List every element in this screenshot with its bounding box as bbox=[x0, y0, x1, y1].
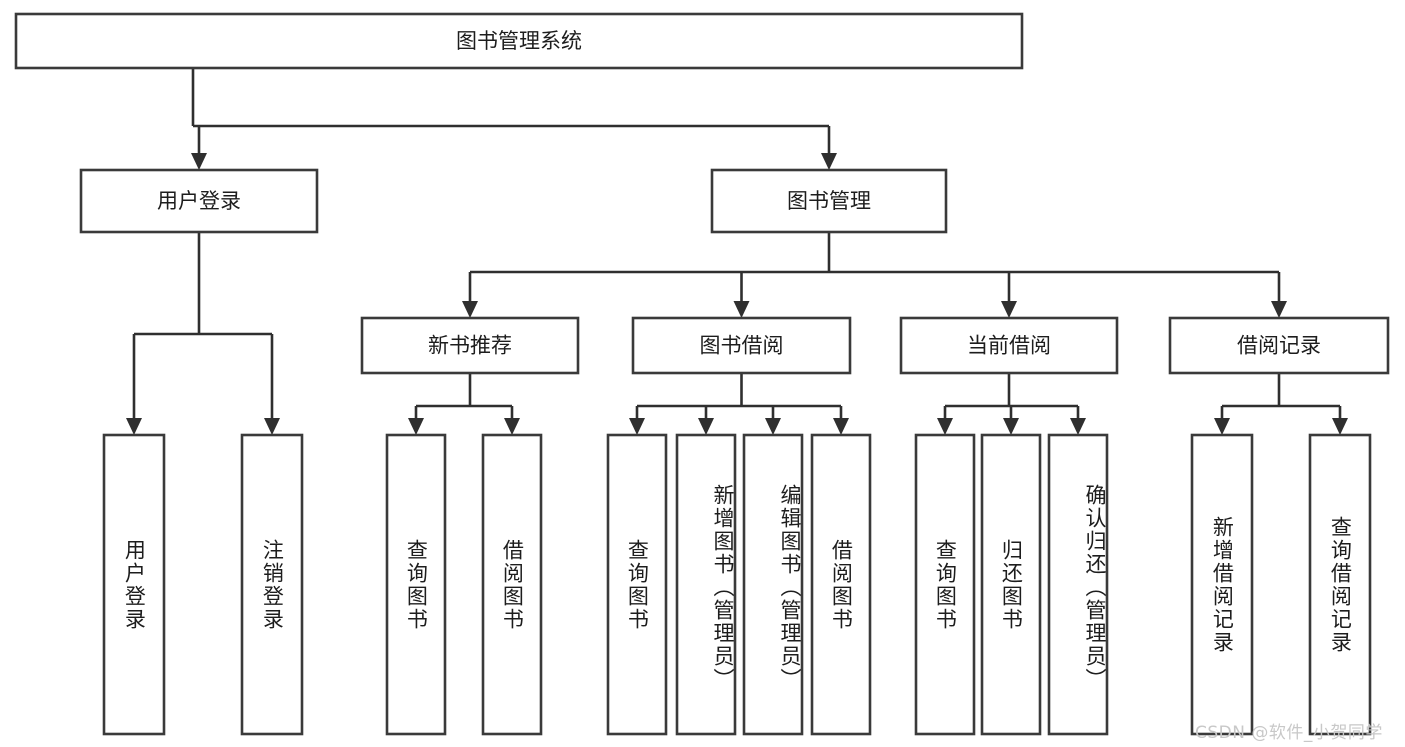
l3-1-to-leaves-branch-3-arrow bbox=[833, 418, 849, 435]
bookmgmt-to-l3-branch-1-arrow bbox=[733, 301, 750, 318]
l3-1-to-leaves-branch-0-arrow bbox=[629, 418, 645, 435]
leaf-box-8[interactable] bbox=[914, 433, 976, 736]
leaf-box-4[interactable] bbox=[606, 433, 668, 736]
leaf-box-9[interactable] bbox=[980, 433, 1042, 736]
level3-node-1[interactable]: 图书借阅 bbox=[631, 316, 852, 375]
level3-node-1-rect[interactable] bbox=[631, 316, 852, 375]
level3-node-0-rect[interactable] bbox=[360, 316, 580, 375]
l3-2-to-leaves-branch-0-arrow bbox=[937, 418, 953, 435]
level2-node-0-label: 用户登录 bbox=[157, 189, 241, 213]
level3-node-3[interactable]: 借阅记录 bbox=[1168, 316, 1390, 375]
l3-3-to-leaves-branch-0-arrow bbox=[1214, 418, 1230, 435]
level3-node-2-label: 当前借阅 bbox=[967, 334, 1051, 358]
level3-node-1-label: 图书借阅 bbox=[700, 334, 784, 358]
userlogin-to-leaves-branch-1-arrow bbox=[264, 418, 280, 435]
connector-layer bbox=[126, 68, 1348, 435]
level3-node-0[interactable]: 新书推荐 bbox=[360, 316, 580, 375]
level3-node-0-label: 新书推荐 bbox=[428, 334, 512, 358]
leaf-box-0[interactable] bbox=[102, 433, 166, 736]
l3-2-to-leaves-branch-2-arrow bbox=[1070, 418, 1086, 435]
root-node-book-management-system[interactable]: 图书管理系统 bbox=[14, 12, 1024, 70]
leaf-box-11[interactable] bbox=[1190, 433, 1254, 736]
leaf-box-1[interactable] bbox=[240, 433, 304, 736]
root-to-l2-branch-1-arrow bbox=[821, 153, 837, 170]
level2-node-1[interactable]: 图书管理 bbox=[710, 168, 948, 234]
root-node-book-management-system-label: 图书管理系统 bbox=[456, 29, 582, 53]
level3-node-3-rect[interactable] bbox=[1168, 316, 1390, 375]
level3-node-2[interactable]: 当前借阅 bbox=[899, 316, 1119, 375]
root-to-l2-branch-0-arrow bbox=[191, 153, 207, 170]
leaf-box-5[interactable] bbox=[675, 433, 737, 736]
level3-node-3-label: 借阅记录 bbox=[1237, 334, 1321, 358]
l3-1-to-leaves-branch-2-arrow bbox=[765, 418, 781, 435]
l3-0-to-leaves-branch-0-arrow bbox=[408, 418, 424, 435]
bookmgmt-to-l3-branch-2-arrow bbox=[1001, 301, 1017, 318]
userlogin-to-leaves-branch-0-arrow bbox=[126, 418, 142, 435]
level2-node-0-rect[interactable] bbox=[79, 168, 319, 234]
level2-node-1-label: 图书管理 bbox=[787, 189, 871, 213]
leaf-box-10[interactable] bbox=[1047, 433, 1109, 736]
level3-node-2-rect[interactable] bbox=[899, 316, 1119, 375]
leaf-box-7[interactable] bbox=[810, 433, 872, 736]
l3-2-to-leaves-branch-1-arrow bbox=[1003, 418, 1019, 435]
root-node-book-management-system-rect[interactable] bbox=[14, 12, 1024, 70]
leaf-box-3[interactable] bbox=[481, 433, 543, 736]
bookmgmt-to-l3-branch-3-arrow bbox=[1271, 301, 1287, 318]
watermark-text: CSDN @软件_小贺同学 bbox=[1195, 723, 1383, 743]
l3-0-to-leaves-branch-1-arrow bbox=[504, 418, 520, 435]
l3-3-to-leaves-branch-1-arrow bbox=[1332, 418, 1348, 435]
bookmgmt-to-l3-branch-0-arrow bbox=[462, 301, 478, 318]
leaf-box-2[interactable] bbox=[385, 433, 447, 736]
level2-node-0[interactable]: 用户登录 bbox=[79, 168, 319, 234]
leaf-box-6[interactable] bbox=[742, 433, 804, 736]
level2-node-1-rect[interactable] bbox=[710, 168, 948, 234]
leaf-box-12[interactable] bbox=[1308, 433, 1372, 736]
l3-1-to-leaves-branch-1-arrow bbox=[698, 418, 714, 435]
